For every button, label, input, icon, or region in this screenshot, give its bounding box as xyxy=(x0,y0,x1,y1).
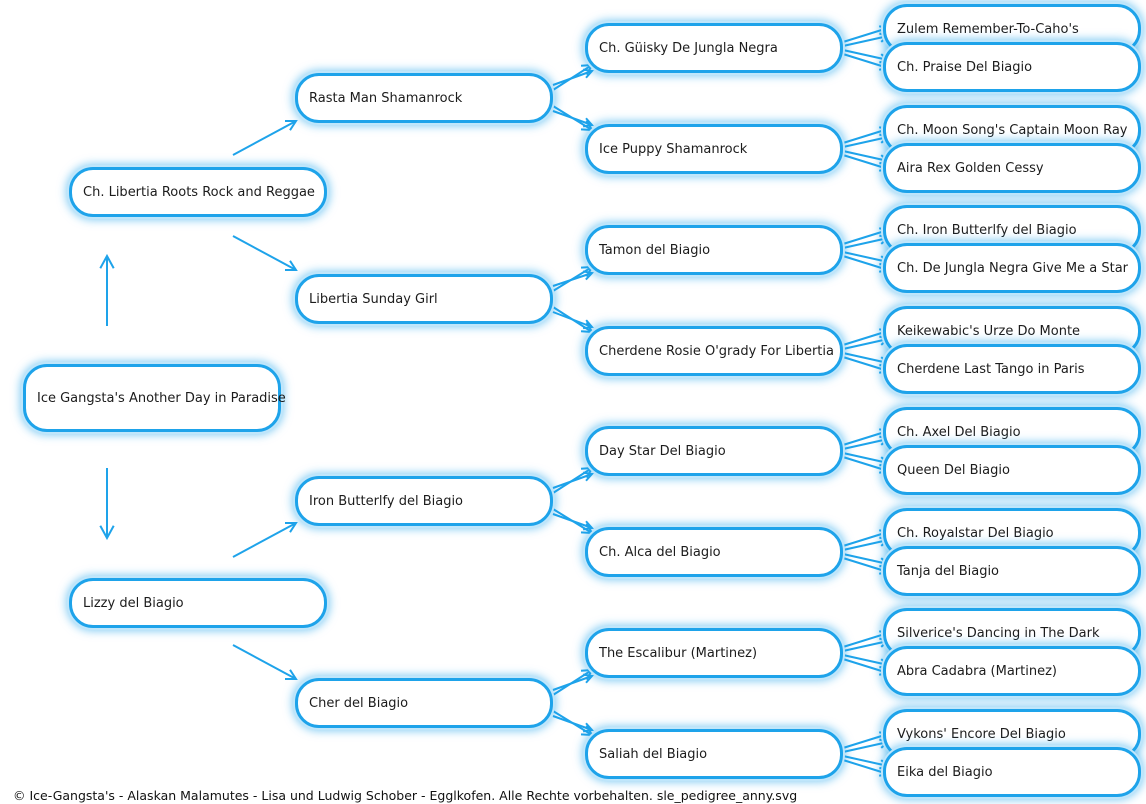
sire-dam-box: Libertia Sunday Girl xyxy=(295,274,553,324)
great-great-grandparent-box: Aira Rex Golden Cessy xyxy=(883,143,1141,193)
arrow-sire-to-sire-sire xyxy=(232,119,298,156)
subject-dog-box: Ice Gangsta's Another Day in Paradise xyxy=(23,364,286,432)
arrow-gp-to-ggp-inner xyxy=(552,715,594,733)
dam-sire-box: Iron Butterlfy del Biagio xyxy=(295,476,553,526)
arrow-gp-to-ggp-inner xyxy=(552,471,594,489)
arrow-gp-to-ggp-inner xyxy=(552,311,594,330)
great-grandparent-box: The Escalibur (Martinez) xyxy=(585,628,843,678)
arrow-gp-to-ggp-inner xyxy=(552,513,594,531)
great-great-grandparent-box: Abra Cadabra (Martinez) xyxy=(883,646,1141,696)
arrow-dam-to-dam-sire xyxy=(232,521,298,558)
great-grandparent-box: Tamon del Biagio xyxy=(585,225,843,275)
copyright-footer: © Ice-Gangsta's - Alaskan Malamutes - Li… xyxy=(13,788,798,803)
arrow-dam-to-dam-dam xyxy=(232,644,298,681)
dam-box: Lizzy del Biagio xyxy=(69,578,327,628)
arrow-to-sire xyxy=(99,253,115,326)
dam-dam-box: Cher del Biagio xyxy=(295,678,553,728)
great-grandparent-box: Saliah del Biagio xyxy=(585,729,843,779)
great-grandparent-box: Cherdene Rosie O'grady For Libertia xyxy=(585,326,843,376)
sire-box: Ch. Libertia Roots Rock and Reggae xyxy=(69,167,327,217)
great-great-grandparent-box: Cherdene Last Tango in Paris xyxy=(883,344,1141,394)
great-grandparent-box: Ice Puppy Shamanrock xyxy=(585,124,843,174)
arrow-gp-to-ggp-inner xyxy=(552,110,594,128)
great-great-grandparent-box: Ch. Praise Del Biagio xyxy=(883,42,1141,92)
great-great-grandparent-box: Ch. De Jungla Negra Give Me a Star xyxy=(883,243,1141,293)
arrow-gp-to-ggp-inner xyxy=(552,270,594,287)
arrow-gp-to-ggp-inner xyxy=(552,673,594,691)
great-grandparent-box: Day Star Del Biagio xyxy=(585,426,843,476)
great-great-grandparent-box: Tanja del Biagio xyxy=(883,546,1141,596)
sire-sire-box: Rasta Man Shamanrock xyxy=(295,73,553,123)
great-grandparent-box: Ch. Alca del Biagio xyxy=(585,527,843,577)
great-great-grandparent-box: Queen Del Biagio xyxy=(883,445,1141,495)
great-grandparent-box: Ch. Güisky De Jungla Negra xyxy=(585,23,843,73)
great-great-grandparent-box: Eika del Biagio xyxy=(883,747,1141,797)
arrow-to-dam xyxy=(99,468,115,541)
arrow-gp-to-ggp-inner xyxy=(552,68,594,86)
arrow-sire-to-sire-dam xyxy=(232,235,298,272)
